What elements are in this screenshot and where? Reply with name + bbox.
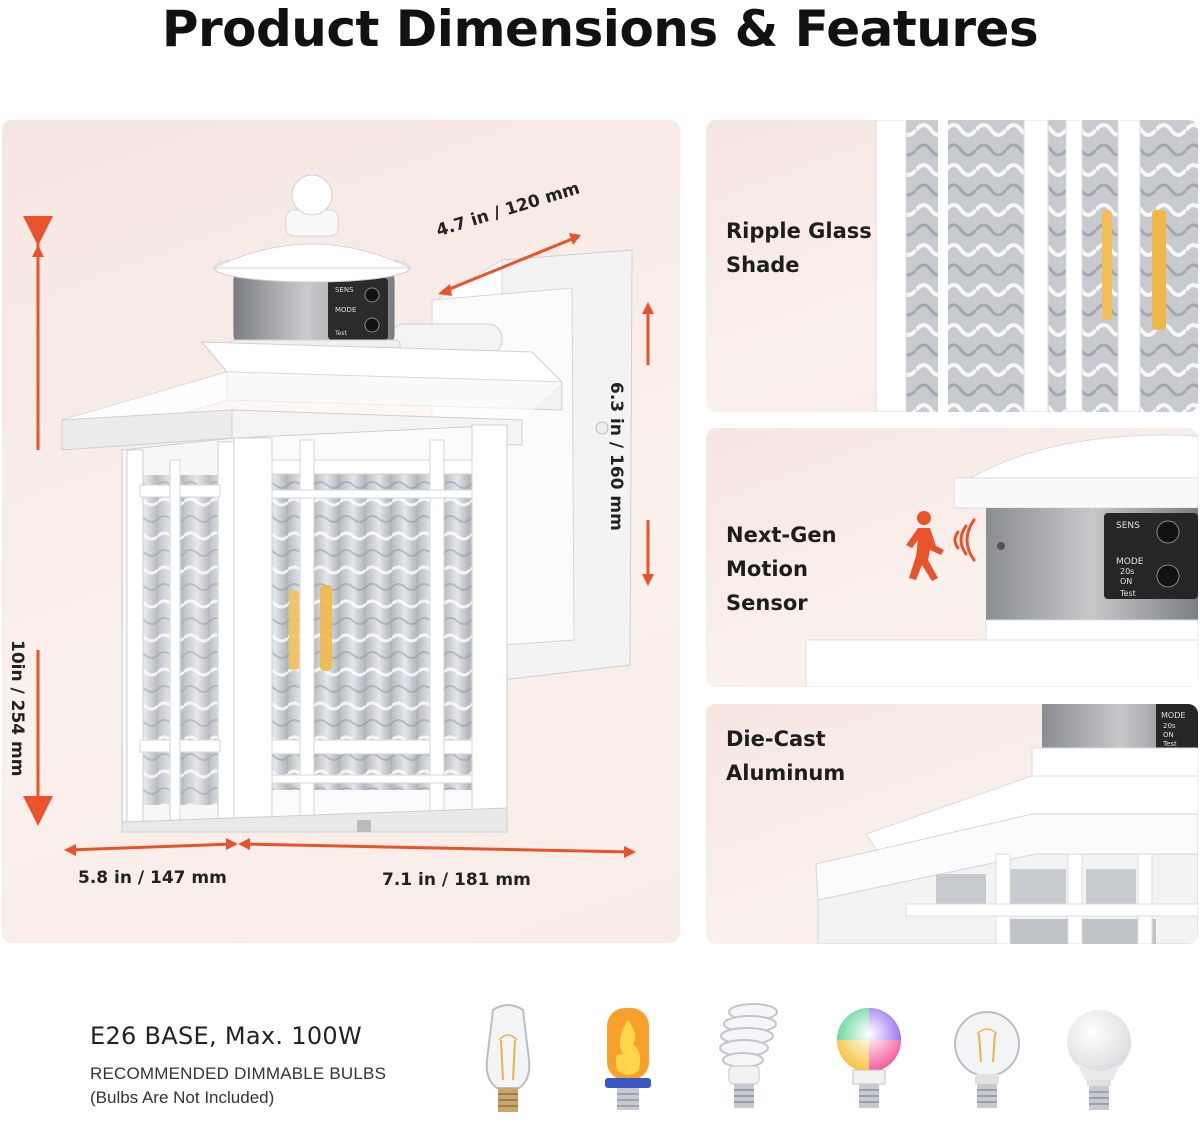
die-cast-closeup: MODE 20s ON Test [815,704,1198,944]
bulbs-note: (Bulbs Are Not Included) [90,1088,275,1107]
feature-label-ripple-glass: Ripple Glass Shade [726,214,896,282]
mode-label: MODE [335,306,356,314]
mode-on-label: ON [1120,577,1132,586]
feature-line: Die-Cast [726,727,826,751]
feature-line: Motion Sensor [726,557,808,615]
spiral-bulb-icon [719,1003,778,1108]
motion-sensor-closeup: SENS MODE 20s ON Test [805,434,1198,687]
ripple-glass-closeup [875,120,1198,412]
width-label: 5.8 in / 147 mm [78,868,227,888]
feature-line: Next-Gen [726,523,837,547]
height-label: 10in / 254 mm [7,640,27,777]
feature-label-motion-sensor: Next-Gen Motion Sensor [726,518,896,620]
feature-panel-motion-sensor: SENS MODE 20s ON Test Next-Gen Motion Se… [706,428,1198,687]
feature-line: Aluminum [726,761,846,785]
lamp-illustration: SENS MODE Test [23,174,654,858]
backplate-height-label: 6.3 in / 160 mm [606,382,626,531]
dimension-arrows [23,216,654,858]
test-label: Test [1119,589,1136,598]
edison-bulb-icon [485,1004,531,1112]
lamp-roof [61,341,564,451]
motion-signal-icon [953,518,976,562]
extension-label: 7.1 in / 181 mm [382,870,531,890]
test-label: Test [334,330,347,337]
feature-line: Ripple Glass [726,219,872,243]
globe-filament-bulb-icon [954,1011,1020,1108]
feature-panel-die-cast: MODE 20s ON Test Die-Cast Aluminum [706,704,1198,944]
feature-line: Shade [726,253,800,277]
rgb-smart-bulb-icon [837,1008,901,1108]
mode-label: MODE [1161,711,1185,720]
motion-sensor-head: SENS MODE Test [213,174,411,355]
flame-bulb-icon [605,1008,651,1110]
feature-panel-ripple-glass: Ripple Glass Shade [706,120,1198,412]
mode-on-label: ON [1163,731,1174,739]
standard-bulb-icon [1067,1010,1131,1110]
dimensions-panel: SENS MODE Test [2,120,680,943]
lantern-body [121,424,508,833]
sens-label: SENS [335,286,354,294]
mode-label: MODE [1116,557,1144,567]
bulb-base-spec: E26 BASE, Max. 100W [90,1022,362,1050]
test-label: Test [1162,740,1177,748]
sens-label: SENS [1116,521,1140,531]
recommended-bulbs-label: RECOMMENDED DIMMABLE BULBS [90,1064,387,1083]
page-title: Product Dimensions & Features [161,0,1039,58]
mode-20s-label: 20s [1120,567,1134,576]
feature-label-die-cast: Die-Cast Aluminum [726,722,896,790]
mode-20s-label: 20s [1163,722,1176,730]
walking-person-icon [906,511,944,581]
